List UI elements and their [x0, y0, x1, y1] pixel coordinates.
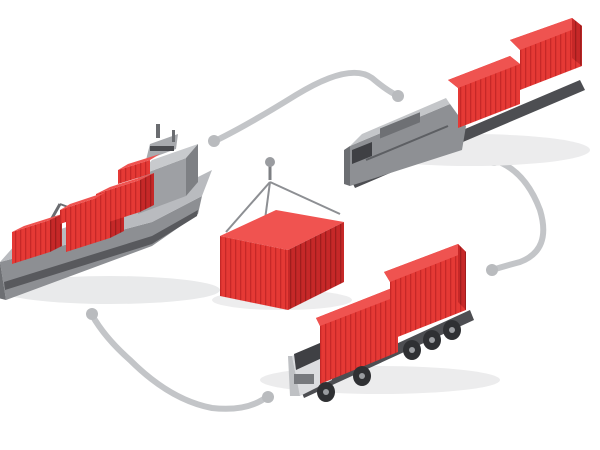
- locomotive-front: [344, 146, 350, 186]
- cargo-ship: [0, 124, 220, 304]
- freight-train: [344, 18, 590, 188]
- connector-dot: [392, 90, 404, 102]
- ship-container: [118, 160, 150, 184]
- ship-container: [60, 198, 96, 224]
- container-truck: [260, 244, 500, 402]
- connector-dot: [262, 391, 274, 403]
- connector-dot: [86, 308, 98, 320]
- sling-cable: [269, 181, 341, 215]
- route-connectors: [89, 69, 547, 412]
- locomotive-grille: [380, 112, 420, 139]
- hoisted-container: [212, 157, 352, 310]
- ship-antenna: [172, 130, 175, 142]
- ship-mast: [156, 124, 160, 138]
- locomotive-cab: [352, 142, 372, 164]
- truck-grille: [294, 374, 314, 384]
- locomotive-side: [350, 104, 466, 186]
- ship-bridge-top: [138, 144, 198, 176]
- crane-hook-icon: [265, 157, 275, 167]
- connector-train-to-truck: [489, 157, 547, 273]
- connector-dot: [208, 135, 220, 147]
- connector-dot: [486, 264, 498, 276]
- connector-truck-to-ship: [89, 312, 271, 412]
- ship-hull-stripe: [4, 210, 198, 290]
- ship-shadow: [0, 276, 220, 304]
- container-top: [220, 210, 344, 250]
- ship-container: [12, 220, 50, 264]
- connector-ship-to-train: [212, 69, 401, 144]
- ship-bridge-end: [186, 144, 198, 196]
- sling-cable: [225, 181, 271, 233]
- container-right-face: [288, 222, 344, 310]
- container-left-face: [220, 236, 288, 310]
- ship-hull-front: [0, 262, 6, 300]
- ship-containers: [12, 154, 160, 264]
- ship-container: [96, 180, 140, 226]
- locomotive-rail-guard: [365, 125, 449, 161]
- truck-windshield: [294, 343, 322, 370]
- ship-windows: [150, 146, 174, 151]
